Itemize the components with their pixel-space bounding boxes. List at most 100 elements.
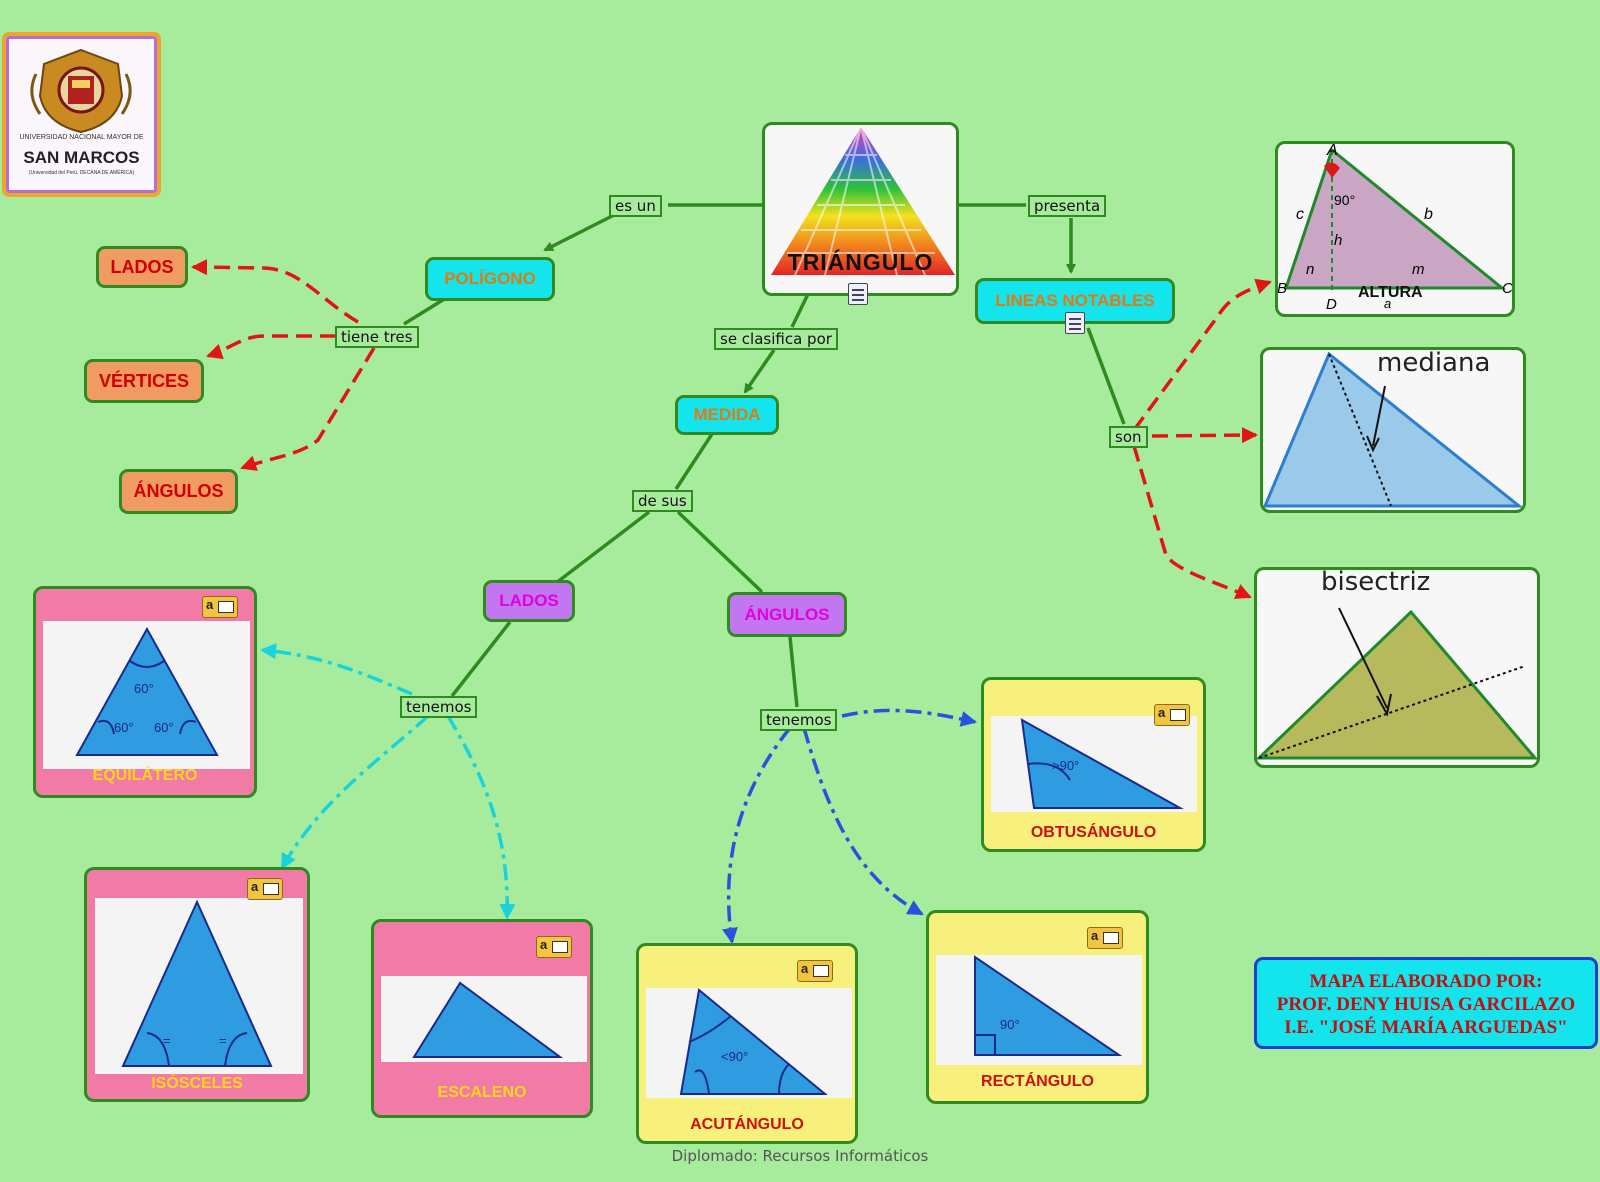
equilatero-label: EQUILÁTERO xyxy=(92,767,198,784)
triangulo-document-icon[interactable] xyxy=(848,283,868,305)
edge-tiene-tres-lados xyxy=(191,259,359,324)
edge-se-clasifica-medida xyxy=(743,349,776,394)
vertices-node[interactable]: VÉRTICES xyxy=(84,359,204,403)
escaleno-label: ESCALENO xyxy=(437,1084,527,1101)
isosceles-card[interactable]: = = a ISÓSCELES xyxy=(84,867,310,1102)
obtusangulo-label: OBTUSÁNGULO xyxy=(1030,824,1157,841)
phrase-de-sus: de sus xyxy=(632,490,693,512)
lineas-notables-label: LINEAS NOTABLES xyxy=(995,291,1155,310)
crest-icon xyxy=(30,48,132,134)
equi-right-angle: 60° xyxy=(154,720,174,735)
medida-node[interactable]: MEDIDA xyxy=(675,395,779,435)
isosceles-note-icon[interactable]: a xyxy=(247,878,283,900)
lados-left-node[interactable]: LADOS xyxy=(96,246,188,288)
edge-de-sus-lados xyxy=(554,510,651,585)
edge-tenemos-escaleno xyxy=(446,715,516,920)
equilatero-card[interactable]: 60° 60° 60° a EQUILÁTERO xyxy=(33,586,257,798)
edge-medida-de-sus xyxy=(674,433,714,490)
edge-tenemos-obtusangulo xyxy=(841,708,977,727)
mediana-label: mediana xyxy=(1377,348,1491,378)
lineas-notables-document-icon[interactable] xyxy=(1065,312,1085,334)
equi-left-angle: 60° xyxy=(114,720,134,735)
obtuse-triangle-figure xyxy=(1020,718,1184,809)
altura-triangle-figure xyxy=(1283,147,1507,292)
isos-right-mark: = xyxy=(219,1033,227,1048)
edge-tenemos-isosceles xyxy=(280,714,430,870)
phrase-presenta: presenta xyxy=(1028,195,1107,217)
angulos-label: ÁNGULOS xyxy=(744,604,830,624)
credit-line1: MAPA ELABORADO POR: xyxy=(1309,971,1543,992)
edge-lineas-son xyxy=(1086,327,1126,425)
bisectriz-card[interactable]: bisectriz xyxy=(1254,567,1540,768)
angulos-left-node[interactable]: ÁNGULOS xyxy=(119,469,238,514)
vertices-label: VÉRTICES xyxy=(98,370,190,391)
phrase-son: son xyxy=(1109,426,1148,448)
altura-vertex-d: D xyxy=(1326,296,1337,313)
angulos-node[interactable]: ÁNGULOS xyxy=(727,592,847,637)
equilateral-triangle-figure xyxy=(75,626,219,756)
acutangulo-label: ACUTÁNGULO xyxy=(690,1116,804,1133)
edge-tiene-tres-vertices xyxy=(206,334,336,360)
acutangulo-card[interactable]: <90° a ACUTÁNGULO xyxy=(636,943,858,1144)
obtusangulo-card[interactable]: >90° a OBTUSÁNGULO xyxy=(981,677,1206,852)
mediana-triangle-figure xyxy=(1263,351,1523,508)
altura-label: ALTURA xyxy=(1358,284,1423,301)
equilatero-note-icon[interactable]: a xyxy=(202,596,238,618)
edge-de-sus-angulos xyxy=(676,510,764,594)
bisectriz-label: bisectriz xyxy=(1321,567,1431,597)
altura-side-b: b xyxy=(1424,206,1433,223)
poligono-node[interactable]: POLÍGONO xyxy=(425,257,555,301)
obtusangulo-note-icon[interactable]: a xyxy=(1154,704,1190,726)
mediana-card[interactable]: mediana xyxy=(1260,347,1526,513)
edge-triangulo-se-clasifica xyxy=(790,293,810,328)
credit-line3: I.E. "JOSÉ MARÍA ARGUEDAS" xyxy=(1284,1017,1568,1038)
altura-h: h xyxy=(1334,232,1343,249)
phrase-tiene-tres: tiene tres xyxy=(335,326,419,348)
altura-card[interactable]: A B C D c b h n m a 90° ALTURA xyxy=(1275,141,1515,317)
credit-line2: PROF. DENY HUISA GARCILAZO xyxy=(1276,994,1576,1015)
altura-vertex-a: A xyxy=(1327,142,1338,159)
phrase-tenemos-angulos: tenemos xyxy=(760,709,838,731)
edge-angulos-tenemos xyxy=(788,636,799,708)
edge-poligono-tiene-tres xyxy=(403,296,447,326)
edge-tenemos-acutangulo xyxy=(722,726,792,944)
isosceles-label: ISÓSCELES xyxy=(151,1075,243,1092)
lados-left-label: LADOS xyxy=(110,256,174,277)
isosceles-triangle-figure xyxy=(121,899,273,1067)
medida-label: MEDIDA xyxy=(693,405,761,424)
lados-node[interactable]: LADOS xyxy=(483,580,575,622)
phrase-se-clasifica-por: se clasifica por xyxy=(714,328,838,350)
logo-line3: (Universidad del Perú, DECANA DE AMÉRICA… xyxy=(28,170,135,176)
triangulo-node[interactable]: TRIÁNGULO xyxy=(762,122,959,296)
angulos-left-label: ÁNGULOS xyxy=(133,481,224,501)
rectangulo-note-icon[interactable]: a xyxy=(1087,927,1123,949)
altura-n: n xyxy=(1306,261,1315,278)
edge-son-bisectriz xyxy=(1132,445,1252,599)
edge-tenemos-equilatero xyxy=(260,643,413,696)
edge-tiene-tres-angulos xyxy=(240,347,376,471)
obtuse-angle-mark: >90° xyxy=(1052,758,1080,773)
university-logo: UNIVERSIDAD NACIONAL MAYOR DE SAN MARCOS… xyxy=(2,32,161,197)
bisectriz-triangle-figure xyxy=(1257,607,1537,760)
edge-son-altura xyxy=(1132,278,1272,432)
edge-tenemos-rectangulo xyxy=(802,727,924,916)
acutangulo-note-icon[interactable]: a xyxy=(797,960,833,982)
logo-line2: SAN MARCOS xyxy=(23,148,140,167)
escaleno-note-icon[interactable]: a xyxy=(536,936,572,958)
author-credit-box: MAPA ELABORADO POR: PROF. DENY HUISA GAR… xyxy=(1254,957,1598,1049)
escaleno-card[interactable]: a ESCALENO xyxy=(371,919,593,1118)
right-triangle-figure xyxy=(974,955,1123,1056)
altura-vertex-c: C xyxy=(1502,280,1513,297)
altura-side-c: c xyxy=(1296,206,1304,223)
phrase-tenemos-lados: tenemos xyxy=(400,696,478,718)
rectangulo-card[interactable]: 90° a RECTÁNGULO xyxy=(926,910,1149,1104)
edge-es-un-poligono xyxy=(543,211,619,252)
rainbow-pyramid-image xyxy=(771,126,955,276)
right-angle-mark: 90° xyxy=(1000,1017,1020,1032)
edge-lados-tenemos xyxy=(450,620,512,698)
altura-vertex-b: B xyxy=(1277,280,1288,297)
altura-angle: 90° xyxy=(1334,192,1356,208)
triangulo-label: TRIÁNGULO xyxy=(787,249,934,275)
footer-caption: Diplomado: Recursos Informáticos xyxy=(671,1147,929,1165)
